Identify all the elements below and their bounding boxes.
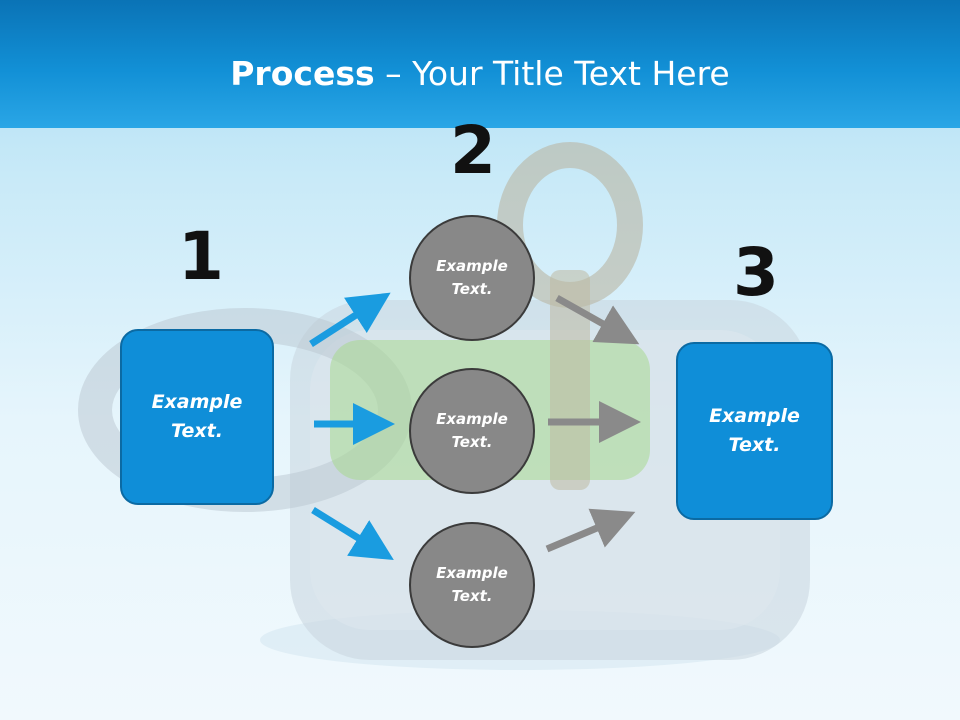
arrow-circle-bottom-to-box (545, 508, 636, 553)
circle-middle-text: Example Text. (436, 410, 508, 451)
step-number-1: 1 (178, 218, 224, 295)
arrow-box-to-circle-top (309, 292, 391, 347)
step-1-box[interactable]: Example Text. (120, 329, 274, 505)
step-2-circle-middle[interactable]: Example Text. (409, 368, 535, 494)
step-3-box-text: Example Text. (709, 405, 800, 456)
step-2-circle-top[interactable]: Example Text. (409, 215, 535, 341)
title-bold: Process (230, 54, 375, 93)
step-number-2: 2 (450, 112, 496, 189)
step-3-box[interactable]: Example Text. (676, 342, 833, 520)
step-1-box-text: Example Text. (151, 391, 243, 442)
arrow-box-to-circle-bottom (311, 507, 394, 561)
slide-title: Process – Your Title Text Here (0, 52, 960, 96)
step-number-3: 3 (733, 234, 779, 311)
title-bar (0, 0, 960, 128)
circle-bottom-text: Example Text. (436, 564, 508, 605)
step-2-circle-bottom[interactable]: Example Text. (409, 522, 535, 648)
arrow-circle-top-to-box (555, 294, 640, 345)
circle-top-text: Example Text. (436, 257, 508, 298)
title-rest: – Your Title Text Here (374, 54, 730, 93)
